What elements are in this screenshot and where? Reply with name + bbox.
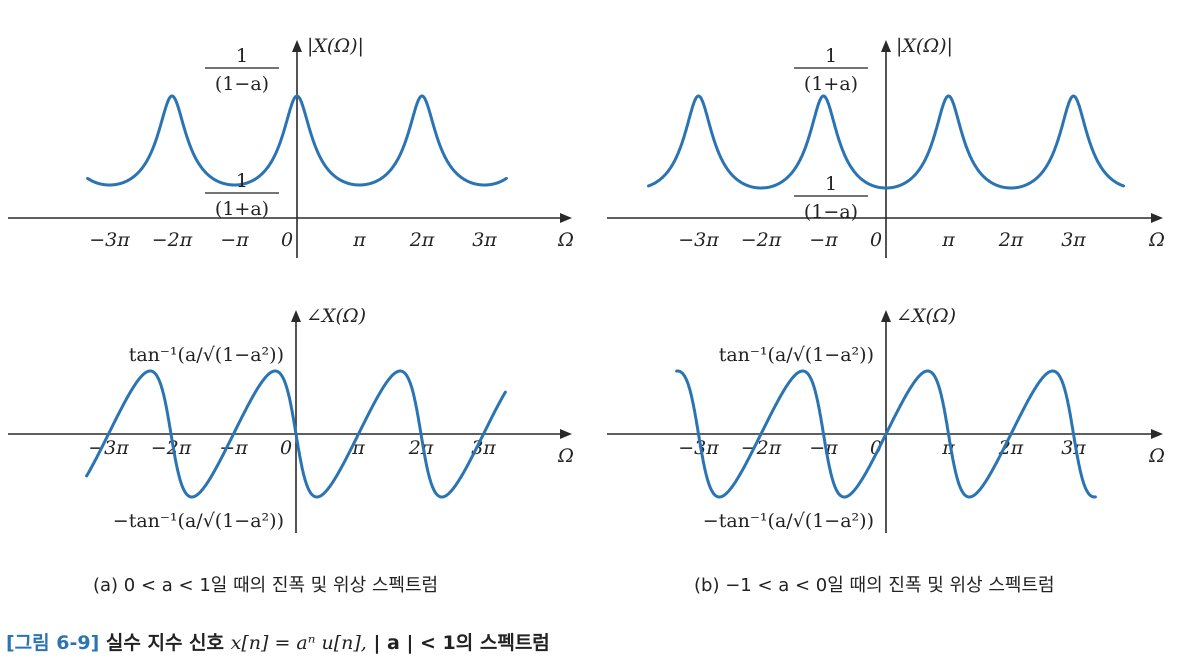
x-axis-arrow [1151, 429, 1163, 439]
x-axis-label: Ω [557, 229, 574, 251]
min-level-label: 1 (1+a) [205, 170, 279, 220]
x-tick-label: 2π [998, 437, 1024, 459]
x-tick-label: −π [220, 229, 249, 251]
x-tick-label: 0 [281, 229, 293, 251]
x-tick-label: 0 [870, 437, 882, 459]
phase-plot-a: ∠X(Ω) Ω −3π −2π −π 0 π 2π 3π tan⁻¹(a/√(1−a²)) −tan… [8, 305, 574, 533]
fraction-numerator: 1 [236, 170, 248, 192]
y-axis-label: ∠X(Ω) [306, 305, 366, 327]
x-tick-label: 2π [409, 229, 435, 251]
x-tick-label: −3π [678, 229, 719, 251]
fraction-denominator: (1−a) [804, 201, 858, 223]
max-phase-label: tan⁻¹(a/√(1−a²)) [129, 344, 284, 366]
fraction-numerator: 1 [236, 45, 248, 67]
min-level-label: 1 (1−a) [794, 173, 868, 223]
x-tick-label: 2π [998, 229, 1024, 251]
x-tick-label: −2π [152, 229, 193, 251]
x-tick-label: −3π [89, 229, 130, 251]
x-axis-arrow [560, 429, 572, 439]
y-axis-label: |X(Ω)| [307, 35, 364, 57]
x-axis-arrow [560, 213, 572, 223]
x-tick-label: π [351, 437, 365, 459]
min-phase-label: −tan⁻¹(a/√(1−a²)) [113, 510, 284, 532]
fraction-numerator: 1 [825, 45, 837, 67]
x-tick-label: −π [219, 437, 248, 459]
x-axis-arrow [1151, 213, 1163, 223]
x-tick-label: −3π [88, 437, 129, 459]
x-tick-label: −π [809, 229, 838, 251]
x-tick-label: −2π [151, 437, 192, 459]
x-tick-label: π [352, 229, 366, 251]
y-axis-label: ∠X(Ω) [896, 305, 956, 327]
x-tick-label: −2π [741, 229, 782, 251]
y-axis-arrow [292, 40, 302, 52]
x-tick-label: 2π [408, 437, 434, 459]
x-tick-label: 3π [471, 437, 496, 459]
spectrum-curve [647, 94, 1125, 190]
caption-tag: [그림 6-9] [6, 632, 100, 654]
spectrum-curve [86, 94, 508, 187]
caption-formula: x[n] = aⁿ u[n], [230, 632, 367, 654]
subcaption-b: (b) −1 < a < 0일 때의 진폭 및 위상 스펙트럼 [694, 575, 1055, 596]
fraction-denominator: (1+a) [215, 198, 269, 220]
y-axis-arrow [881, 40, 891, 52]
y-axis-label: |X(Ω)| [896, 35, 953, 57]
max-level-label: 1 (1−a) [205, 45, 279, 95]
spectrum-curve [675, 369, 1097, 499]
caption-title: 실수 지수 신호 [105, 632, 225, 654]
min-phase-label: −tan⁻¹(a/√(1−a²)) [703, 510, 874, 532]
x-tick-label: −2π [741, 437, 782, 459]
x-tick-label: −π [809, 437, 838, 459]
subcaption-a: (a) 0 < a < 1일 때의 진폭 및 위상 스펙트럼 [93, 575, 439, 596]
fraction-numerator: 1 [825, 173, 837, 195]
y-axis-arrow [881, 310, 891, 322]
caption-condition: | a | < 1의 스펙트럼 [373, 632, 550, 654]
x-tick-label: 0 [870, 229, 882, 251]
max-level-label: 1 (1+a) [794, 45, 868, 95]
x-tick-label: 3π [1061, 229, 1086, 251]
spectrum-curve [85, 369, 507, 499]
figure-caption: [그림 6-9] 실수 지수 신호 x[n] = aⁿ u[n], | a | … [6, 628, 550, 655]
fraction-denominator: (1+a) [804, 73, 858, 95]
x-tick-label: 3π [472, 229, 497, 251]
x-tick-label: −3π [678, 437, 719, 459]
fraction-denominator: (1−a) [215, 73, 269, 95]
x-tick-label: 0 [280, 437, 292, 459]
x-tick-label: 3π [1061, 437, 1086, 459]
y-axis-arrow [291, 310, 301, 322]
x-axis-label: Ω [1148, 445, 1165, 467]
x-axis-label: Ω [1148, 229, 1165, 251]
magnitude-plot-a: |X(Ω)| Ω −3π −2π −π 0 π 2π 3π 1 (1−a) 1 (1+a) [8, 35, 574, 258]
x-tick-label: π [941, 229, 955, 251]
magnitude-plot-b: |X(Ω)| Ω −3π −2π −π 0 π 2π 3π 1 (1+a) 1 (1−a) [607, 35, 1165, 258]
x-axis-label: Ω [557, 445, 574, 467]
max-phase-label: tan⁻¹(a/√(1−a²)) [719, 344, 874, 366]
